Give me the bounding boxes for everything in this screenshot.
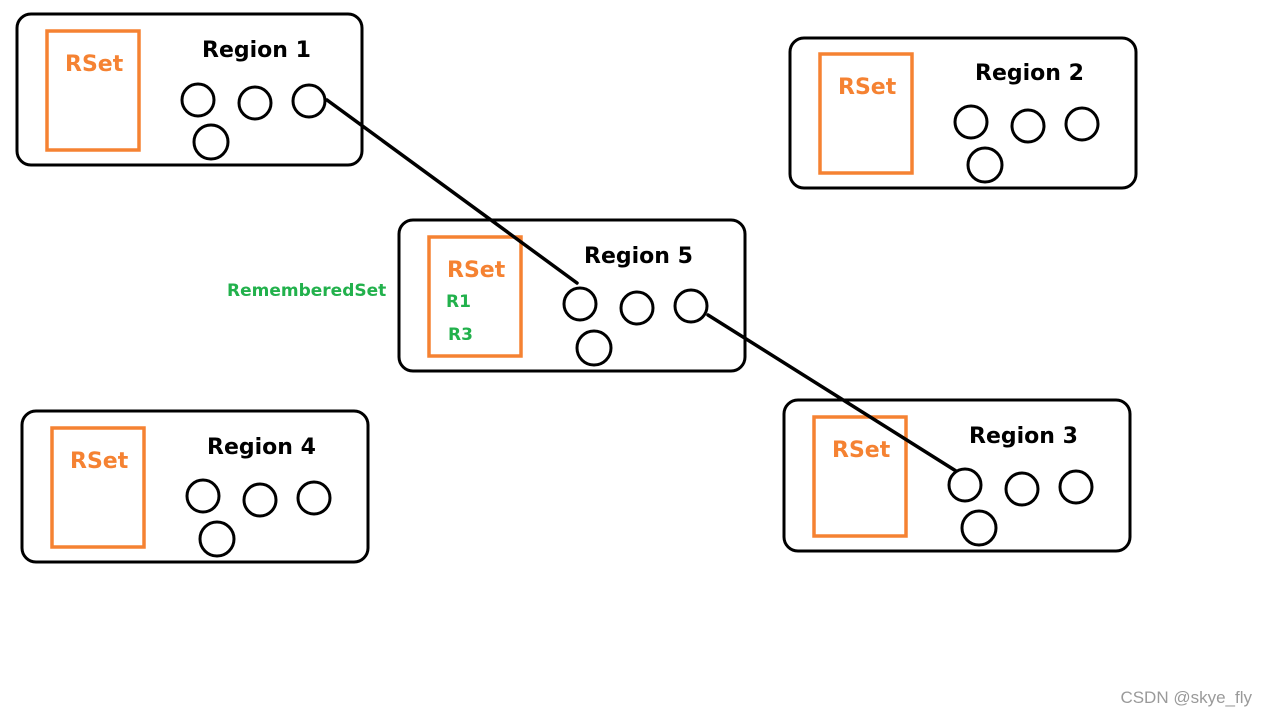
region-1-rset-label: RSet (65, 52, 124, 77)
reference-line-region5-to-region3 (706, 313, 958, 473)
region-4-object (242, 482, 278, 518)
region-4-rset-box (50, 426, 146, 549)
region-5-rset-label: RSet (447, 258, 506, 283)
region-1-object (192, 123, 230, 161)
region-3-rset-box (812, 415, 908, 538)
region-4-object (198, 520, 236, 558)
region-5-box (397, 218, 747, 373)
region-5-rset-entry-r1: R1 (446, 292, 471, 312)
region-5-title: Region 5 (584, 244, 693, 269)
region-5-object (575, 329, 613, 367)
region-2: RSet Region 2 (788, 36, 1138, 190)
region-2-rset-label: RSet (838, 75, 897, 100)
region-5-object (619, 290, 655, 326)
region-4-rset-label: RSet (70, 449, 129, 474)
watermark: CSDN @skye_fly (1120, 688, 1252, 707)
region-4-object (185, 478, 221, 514)
region-5: RSet R1 R3 Region 5 (397, 218, 747, 373)
region-5-rset-box (427, 235, 523, 358)
region-4: RSet Region 4 (20, 409, 370, 564)
region-2-object (1064, 106, 1100, 142)
region-5-rset-entry-r3: R3 (448, 325, 473, 345)
region-2-box (788, 36, 1138, 190)
region-2-object (966, 146, 1004, 184)
region-3-object (1004, 471, 1040, 507)
region-4-object (296, 480, 332, 516)
region-4-box (20, 409, 370, 564)
region-2-rset-box (818, 52, 914, 175)
region-1-box (15, 12, 364, 167)
region-3: RSet Region 3 (782, 398, 1132, 553)
region-2-object (953, 104, 989, 140)
region-2-title: Region 2 (975, 61, 1084, 86)
region-1: RSet Region 1 (15, 12, 364, 167)
reference-line-region1-to-region5 (325, 98, 579, 285)
region-3-object (1058, 469, 1094, 505)
region-3-box (782, 398, 1132, 553)
region-1-rset-box (45, 29, 141, 152)
region-1-object (291, 83, 327, 119)
region-1-title: Region 1 (202, 38, 311, 63)
region-1-object (237, 85, 273, 121)
remembered-set-label: RememberedSet (227, 281, 386, 301)
region-2-object (1010, 108, 1046, 144)
region-3-title: Region 3 (969, 424, 1078, 449)
region-3-object (947, 467, 983, 503)
region-4-title: Region 4 (207, 435, 316, 460)
region-1-object (180, 82, 216, 118)
region-3-object (960, 509, 998, 547)
region-5-object (562, 286, 598, 322)
region-3-rset-label: RSet (832, 438, 891, 463)
region-5-object (673, 288, 709, 324)
